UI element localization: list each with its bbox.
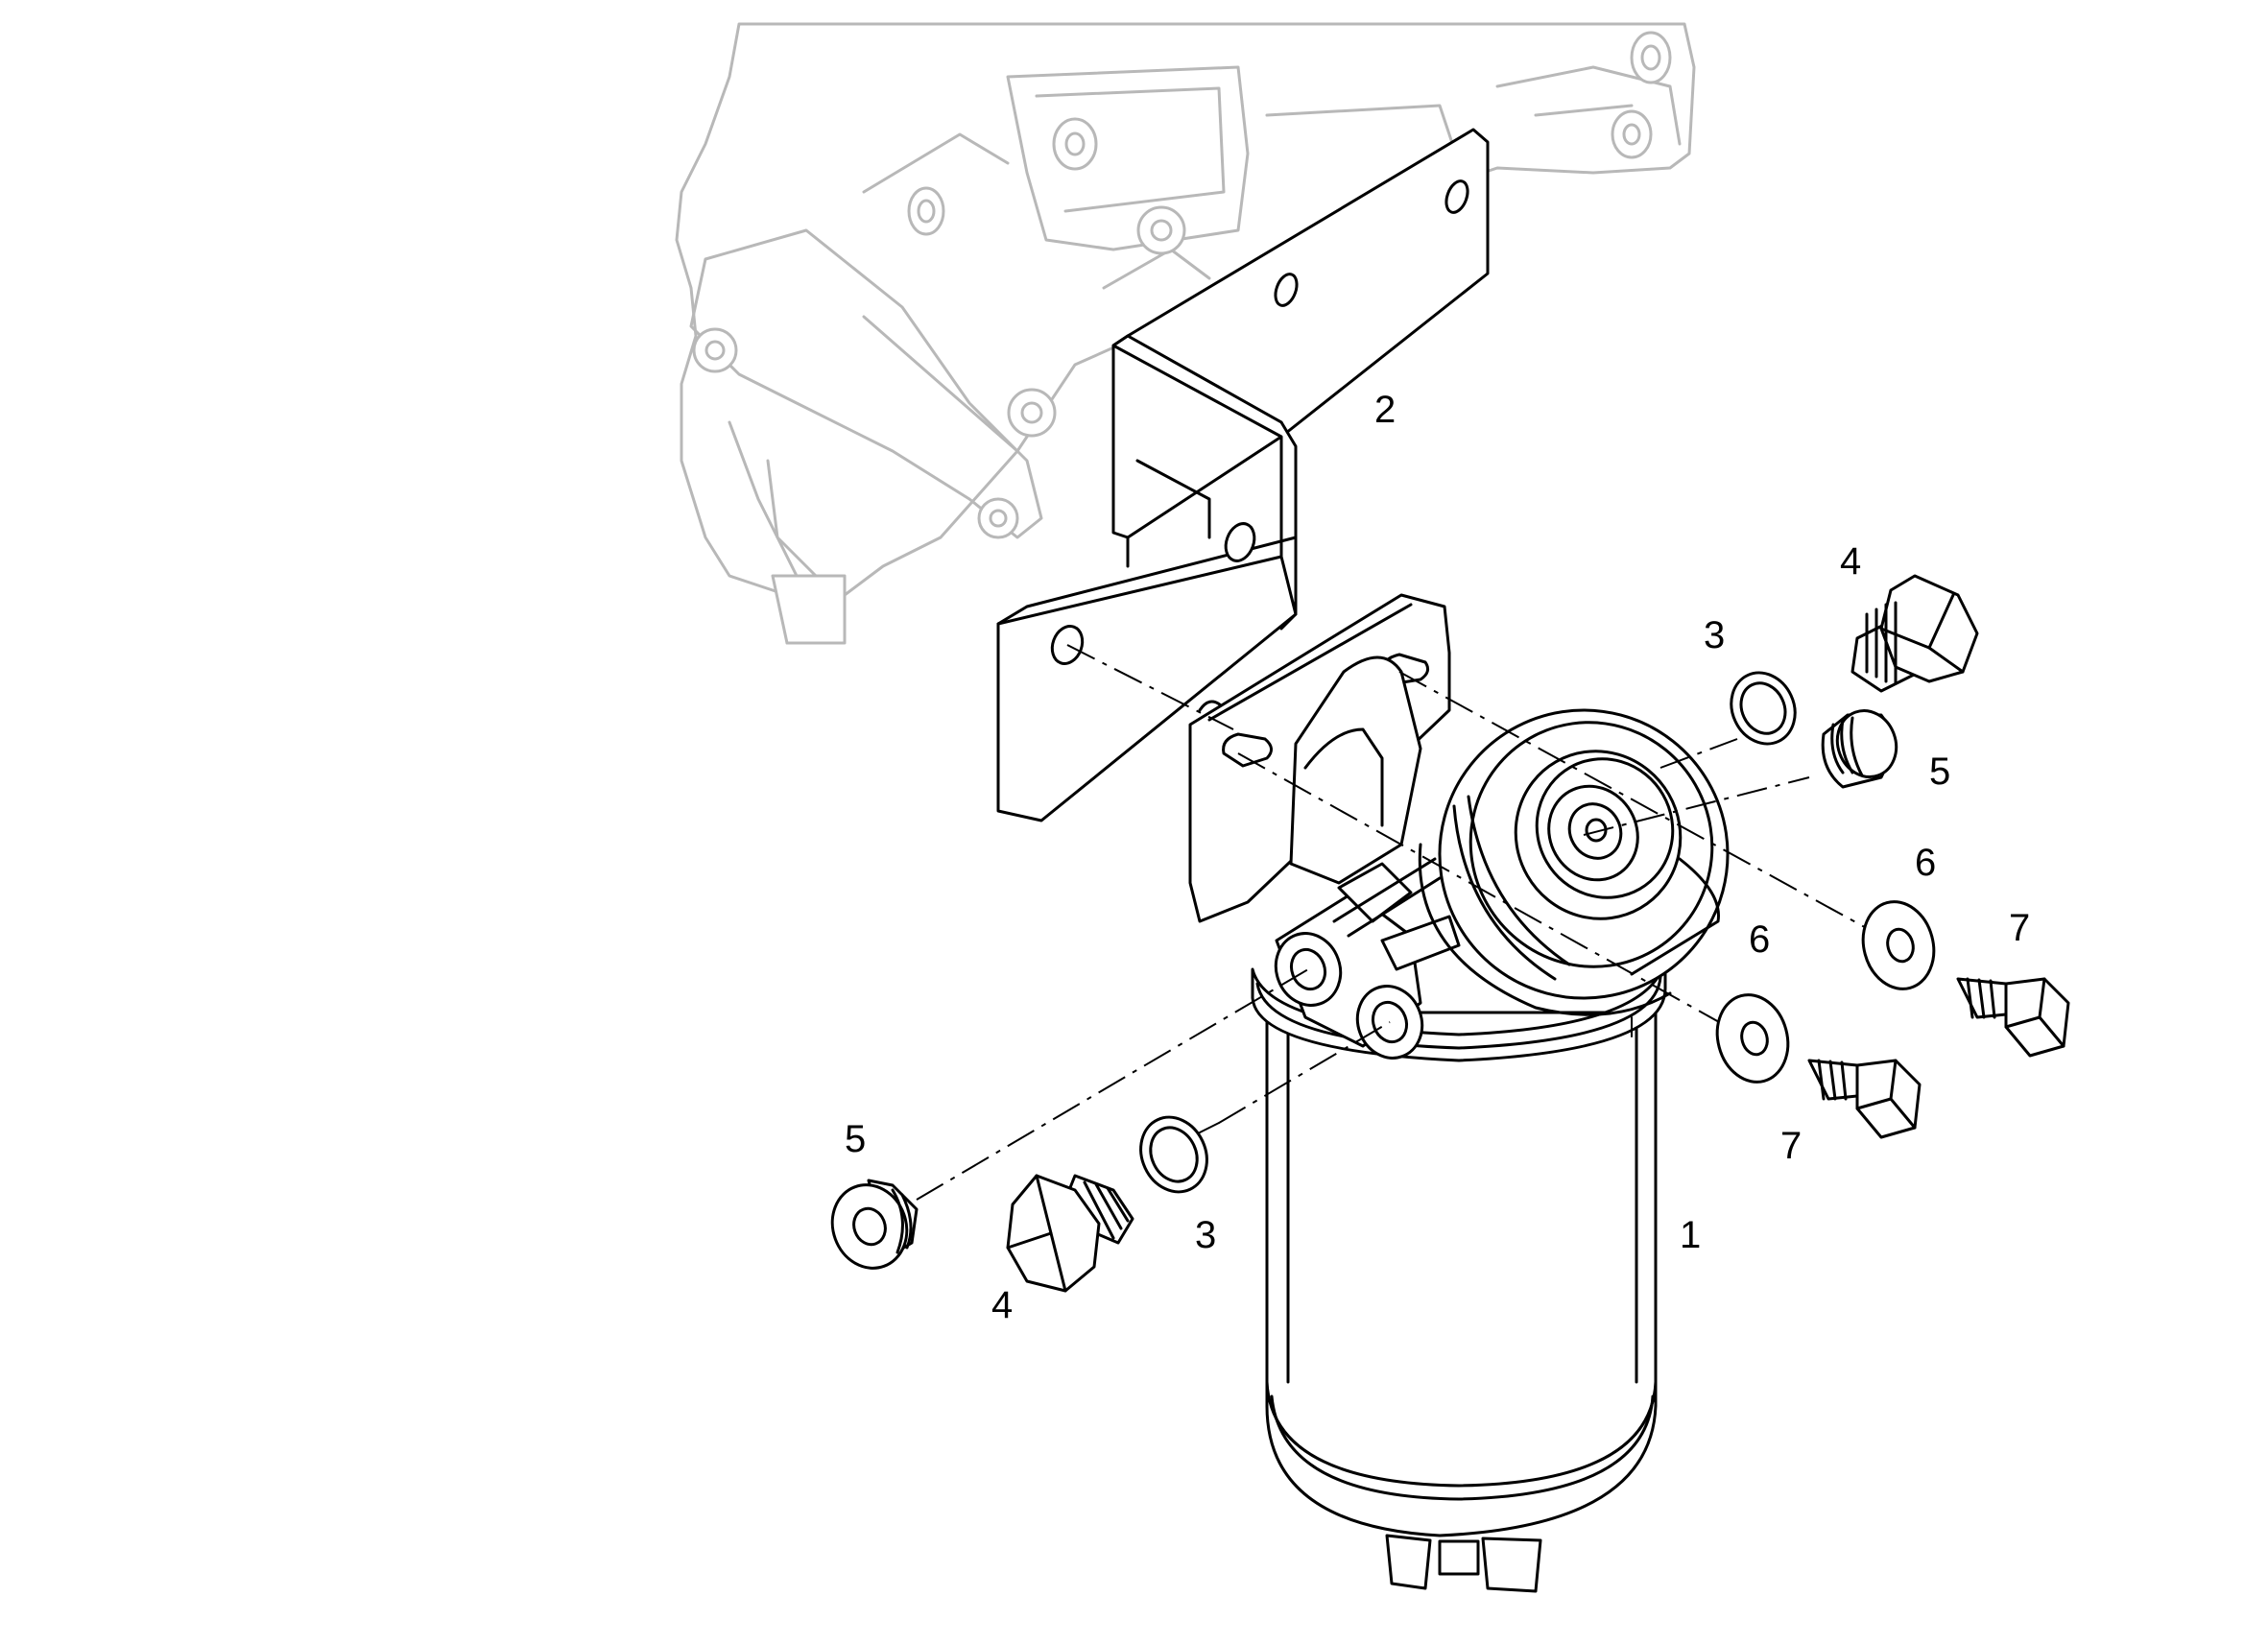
callout-3-right: 3 bbox=[1704, 614, 1725, 656]
bolt-lower bbox=[1807, 1059, 1922, 1139]
callout-6-upper: 6 bbox=[1915, 842, 1936, 884]
socket-plug-left bbox=[830, 1179, 919, 1270]
hex-plug-right bbox=[1850, 574, 1979, 693]
callout-3-left: 3 bbox=[1195, 1214, 1216, 1256]
callout-1: 1 bbox=[1680, 1214, 1701, 1256]
leader-lines bbox=[1199, 1016, 1633, 1133]
callout-7-upper: 7 bbox=[2009, 907, 2030, 949]
callout-5-left: 5 bbox=[845, 1118, 866, 1160]
callout-5-right: 5 bbox=[1929, 751, 1950, 793]
callout-4-right: 4 bbox=[1840, 540, 1861, 583]
sealing-ring-right bbox=[1730, 671, 1797, 746]
bolt-upper bbox=[1956, 977, 2070, 1058]
hex-plug-left bbox=[1006, 1174, 1134, 1293]
sealing-ring-left bbox=[1139, 1115, 1208, 1194]
callout-6-lower: 6 bbox=[1749, 918, 1770, 961]
washer-upper bbox=[1861, 900, 1936, 990]
socket-plug-right bbox=[1821, 709, 1898, 789]
washer-lower bbox=[1715, 993, 1790, 1084]
callout-7-lower: 7 bbox=[1780, 1125, 1802, 1167]
callout-4-left: 4 bbox=[991, 1284, 1013, 1326]
assembly-centerlines bbox=[916, 644, 1873, 1201]
callout-labels: 1 2 3 3 4 4 5 5 6 6 7 7 bbox=[845, 389, 2030, 1326]
callout-2-bracket: 2 bbox=[1374, 389, 1396, 431]
fuel-filter-assembly bbox=[1188, 593, 1730, 1593]
